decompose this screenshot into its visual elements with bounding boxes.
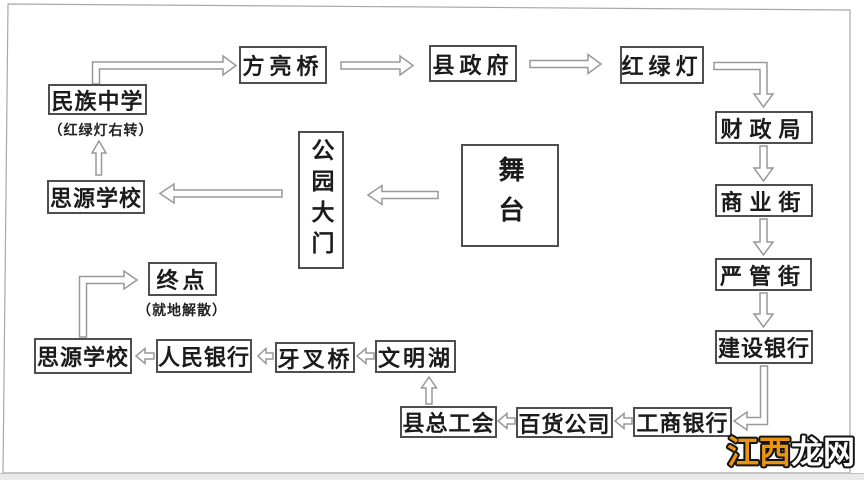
node-wutai: 舞台: [461, 144, 559, 247]
arrow-baihuogongsi-to-xianzonggonghui: [496, 411, 516, 431]
node-xianzhengfu: 县政府: [429, 45, 517, 82]
node-minzuzhongxue: 民族中学: [48, 84, 147, 115]
arrow-minzuzhongxue-to-fangliangqiao: [91, 54, 238, 85]
arrow-shangyejie-to-yanguanjie: [752, 218, 775, 257]
watermark-text: 江西龙网: [727, 434, 855, 470]
arrow-renminyinhang-to-siyuanxuexiao: [134, 346, 155, 366]
node-xianzonggonghui: 县总工会: [400, 406, 497, 438]
arrow-yanguanjie-to-jiansheyinhang: [752, 292, 775, 329]
node-renminyinhang: 人民银行: [156, 339, 252, 373]
node-honglvdeng: 红绿灯: [620, 46, 704, 84]
node-gongshangyinhang: 工商银行: [633, 407, 732, 437]
node-zhongdian: 终点: [148, 262, 217, 296]
node-fangliangqiao: 方亮桥: [239, 46, 327, 84]
arrow-gongyuandamen-to-siyuanxuexiao: [158, 182, 283, 205]
node-baihuogongsi: 百货公司: [516, 407, 613, 438]
node-caizhengju: 财政局: [715, 111, 813, 144]
bottom-strip: [0, 473, 864, 480]
arrow-siyuanxuexiao-to-minzuzhongxue: [90, 139, 108, 176]
arrow-xianzonggonghui-to-wenminghu: [420, 375, 438, 405]
node-siyuanxuexiao-lower: 思源学校: [34, 338, 132, 374]
arrow-jiansheyinhang-to-gongshangyinhang: [732, 365, 769, 432]
arrow-wenminghu-to-yachaqiao: [355, 346, 375, 366]
arrow-wutai-to-gongyuandamen: [366, 184, 439, 206]
node-yachaqiao: 牙叉桥: [275, 342, 355, 373]
watermark-part1: 江西: [727, 434, 791, 470]
node-yanguanjie: 严管街: [715, 258, 812, 291]
arrow-caizhengju-to-shangyejie: [752, 145, 775, 183]
node-shangyejie: 商业街: [715, 184, 813, 217]
node-wenminghu: 文明湖: [375, 340, 456, 373]
frame-border: [2, 3, 851, 474]
arrow-fangliangqiao-to-xianzhengfu: [340, 54, 415, 77]
annotation-honglvdeng-youzhuan: （红绿灯右转）: [48, 122, 154, 138]
arrow-siyuanxuexiao-to-zhongdian: [78, 269, 139, 338]
node-gongyuandamen: 公园大门: [298, 131, 344, 269]
node-siyuanxuexiao-upper: 思源学校: [47, 180, 145, 214]
arrow-yachaqiao-to-renminyinhang: [256, 346, 274, 366]
annotation-jiudi-jiesan: （就地解散）: [137, 302, 227, 318]
arrow-xianzhengfu-to-honglvdeng: [529, 53, 603, 75]
arrow-gongshangyinhang-to-baihuogongsi: [613, 411, 633, 431]
watermark-part2: 龙网: [791, 434, 855, 470]
arrow-honglvdeng-to-caizhengju: [713, 61, 775, 109]
node-jiansheyinhang: 建设银行: [715, 330, 813, 364]
